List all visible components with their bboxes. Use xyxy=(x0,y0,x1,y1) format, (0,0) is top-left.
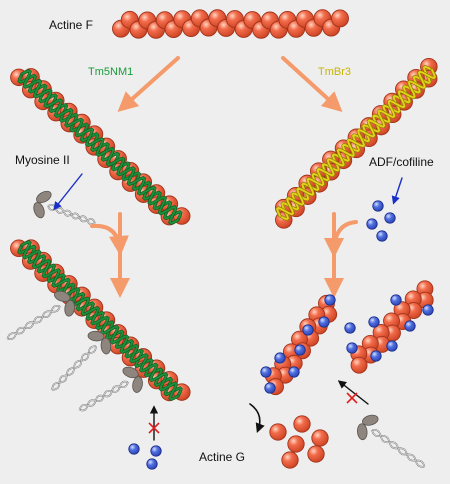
myosin-ii-bound-2 xyxy=(51,330,112,391)
actin-filament-tmbr3 xyxy=(274,57,438,229)
label-actin-g: Actine G xyxy=(199,450,246,464)
cofilin-proteins-free-left xyxy=(128,443,162,470)
myosin-ii-motor-right xyxy=(357,414,426,468)
arrow-blocked-right xyxy=(337,380,369,405)
inhibition-cross-left xyxy=(148,422,160,434)
label-tmbr3: TmBr3 xyxy=(318,66,351,78)
curved-merge-arrow-left xyxy=(90,223,129,256)
myosin-ii-bound-1 xyxy=(6,290,75,340)
label-actin-f: Actine F xyxy=(49,18,94,32)
cofilin-proteins xyxy=(366,200,396,242)
arrow-myosin-pointer xyxy=(53,173,83,211)
actin-filament-tm5nm1-with-myosin xyxy=(10,239,191,402)
curved-merge-arrow-right xyxy=(324,220,358,258)
actin-fragment-2 xyxy=(346,280,434,374)
arrow-cofilin-pointer xyxy=(391,177,403,205)
actin-fragment-1 xyxy=(260,294,356,396)
arrow-to-tm5nm1 xyxy=(117,56,180,112)
label-tm5nm1: Tm5NM1 xyxy=(88,66,134,78)
myosin-ii-motor xyxy=(33,190,96,226)
actin-filament-top xyxy=(112,9,349,39)
g-actin-monomers xyxy=(269,415,329,469)
label-adf-cofilin: ADF/cofiline xyxy=(369,155,434,169)
actin-filament-tm5nm1 xyxy=(10,68,191,226)
label-myosin-ii: Myosine II xyxy=(15,153,70,167)
myosin-ii-bound-3 xyxy=(78,366,143,412)
arrow-to-tmbr3 xyxy=(281,56,343,113)
curved-arrow-to-monomers xyxy=(249,403,265,433)
inhibition-cross-right xyxy=(346,392,358,404)
